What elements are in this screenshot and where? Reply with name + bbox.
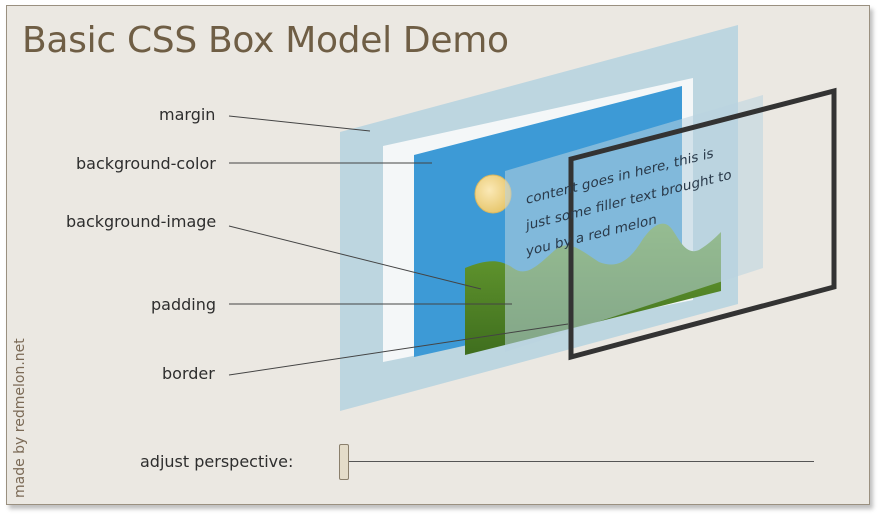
demo-frame: Basic CSS Box Model Demo [6,5,870,505]
border-frame [568,87,837,361]
label-margin: margin [159,105,216,124]
border-leader-line [228,323,569,376]
perspective-slider-track[interactable] [344,461,814,462]
label-border: border [162,364,215,383]
label-padding: padding [151,295,217,314]
margin-leader-line [228,115,371,132]
slider-label: adjust perspective: [140,452,294,471]
background-image-leader-line [228,225,482,290]
label-background-image: background-image [66,212,217,231]
page-title: Basic CSS Box Model Demo [22,20,509,61]
credit-text: made by redmelon.net [12,338,28,498]
perspective-slider-thumb[interactable] [339,444,349,480]
box-model-illustration: content goes in here, this is just some … [228,25,837,411]
label-background-color: background-color [76,154,216,173]
